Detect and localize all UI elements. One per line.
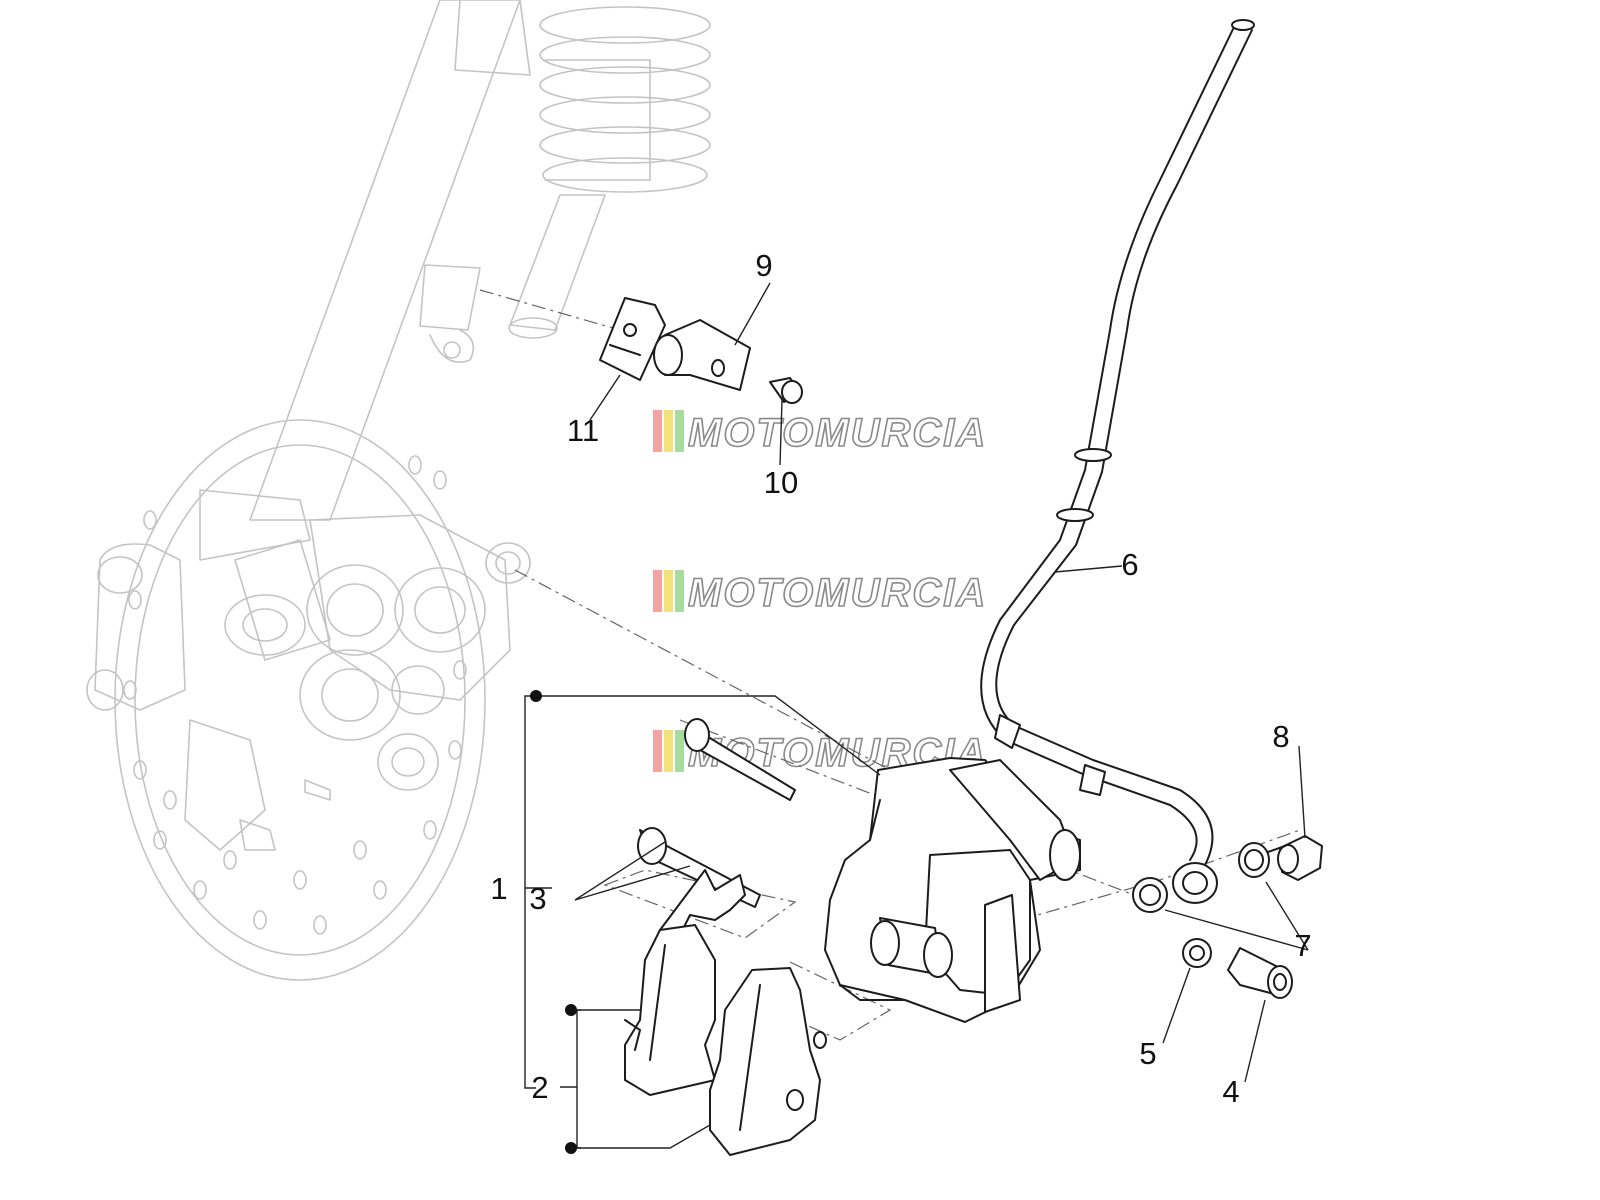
callout-4: 4 (1222, 1074, 1239, 1109)
callout-labels: 9 11 10 6 8 7 5 4 1 3 2 (490, 248, 1311, 1109)
hose-clamp-bracket (599, 297, 666, 381)
callout-7: 7 (1294, 928, 1311, 963)
watermark-text: MOTOMURCIA (688, 571, 987, 615)
callout-5: 5 (1139, 1036, 1156, 1071)
watermark-top: MOTOMURCIA (653, 410, 987, 456)
leader-dot (530, 690, 542, 702)
guide-pins (637, 718, 796, 908)
leader-lines (524, 282, 1309, 1154)
callout-10: 10 (764, 465, 798, 500)
callout-6: 6 (1121, 547, 1138, 582)
clamp-screw (769, 377, 803, 404)
brake-pad-front (624, 924, 716, 1096)
callout-2: 2 (531, 1070, 548, 1105)
watermark-text: MOTOMURCIA (688, 411, 987, 455)
callout-3: 3 (529, 881, 546, 916)
washer (1182, 938, 1212, 968)
caliper-bolt (1227, 947, 1293, 999)
leader-dot (565, 1142, 577, 1154)
leader-dot (565, 1004, 577, 1016)
callout-11: 11 (567, 413, 599, 448)
hose-clamp (653, 319, 751, 391)
banjo-bolt (1267, 835, 1323, 881)
brake-pad-rear (709, 967, 827, 1156)
sealing-washers (1132, 842, 1270, 913)
callout-8: 8 (1272, 719, 1289, 754)
brake-caliper (824, 757, 1081, 1023)
watermark-middle: MOTOMURCIA (653, 570, 987, 616)
callout-1: 1 (490, 871, 507, 906)
brake-hose (980, 19, 1255, 904)
callout-9: 9 (755, 248, 772, 283)
ghosted-fork-assembly (86, 0, 711, 981)
